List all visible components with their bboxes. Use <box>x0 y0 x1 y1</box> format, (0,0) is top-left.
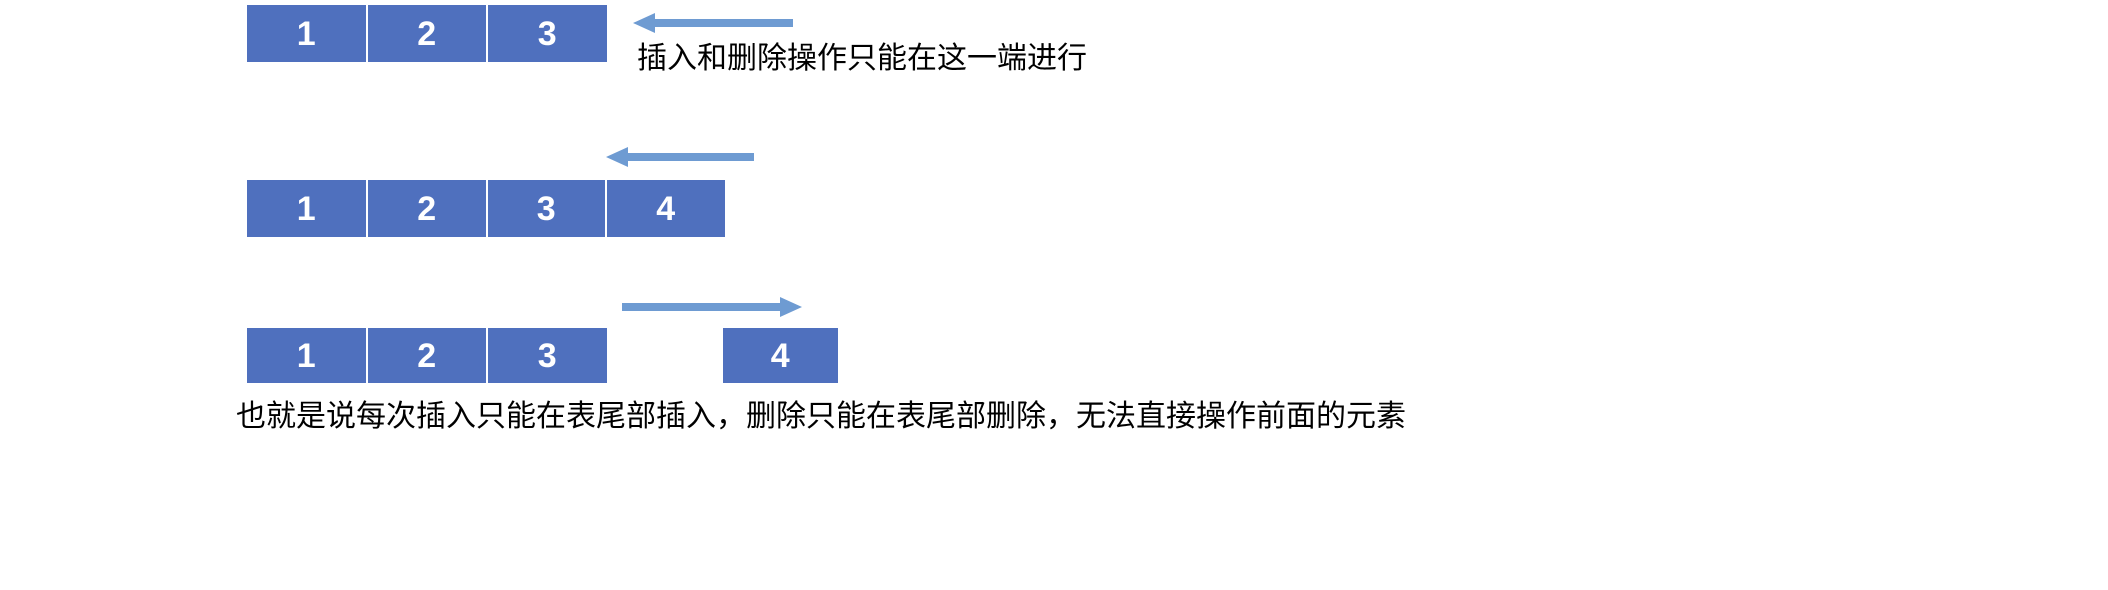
arrow-left-icon <box>633 12 793 34</box>
stack-cell: 3 <box>488 180 607 237</box>
stack-cell: 1 <box>247 328 368 383</box>
stack-cell: 3 <box>488 328 607 383</box>
stack-strip-top: 1 2 3 <box>247 5 607 62</box>
stack-cell: 2 <box>368 328 488 383</box>
caption-insert-delete-end: 插入和删除操作只能在这一端进行 <box>637 41 1087 76</box>
caption-tail-only-operations: 也就是说每次插入只能在表尾部插入，删除只能在表尾部删除，无法直接操作前面的元素 <box>236 399 1406 434</box>
stack-strip-middle: 1 2 3 4 <box>247 180 725 237</box>
detached-element-strip: 4 <box>723 328 838 383</box>
stack-strip-bottom: 1 2 3 <box>247 328 607 383</box>
stack-cell: 1 <box>247 5 368 62</box>
stack-cell-detached: 4 <box>723 328 838 383</box>
stack-cell: 2 <box>368 5 488 62</box>
stack-cell: 3 <box>488 5 607 62</box>
stack-cell: 2 <box>368 180 488 237</box>
stack-cell: 1 <box>247 180 368 237</box>
arrow-right-icon <box>622 296 802 318</box>
arrow-left-icon <box>606 146 754 168</box>
stack-cell: 4 <box>607 180 725 237</box>
